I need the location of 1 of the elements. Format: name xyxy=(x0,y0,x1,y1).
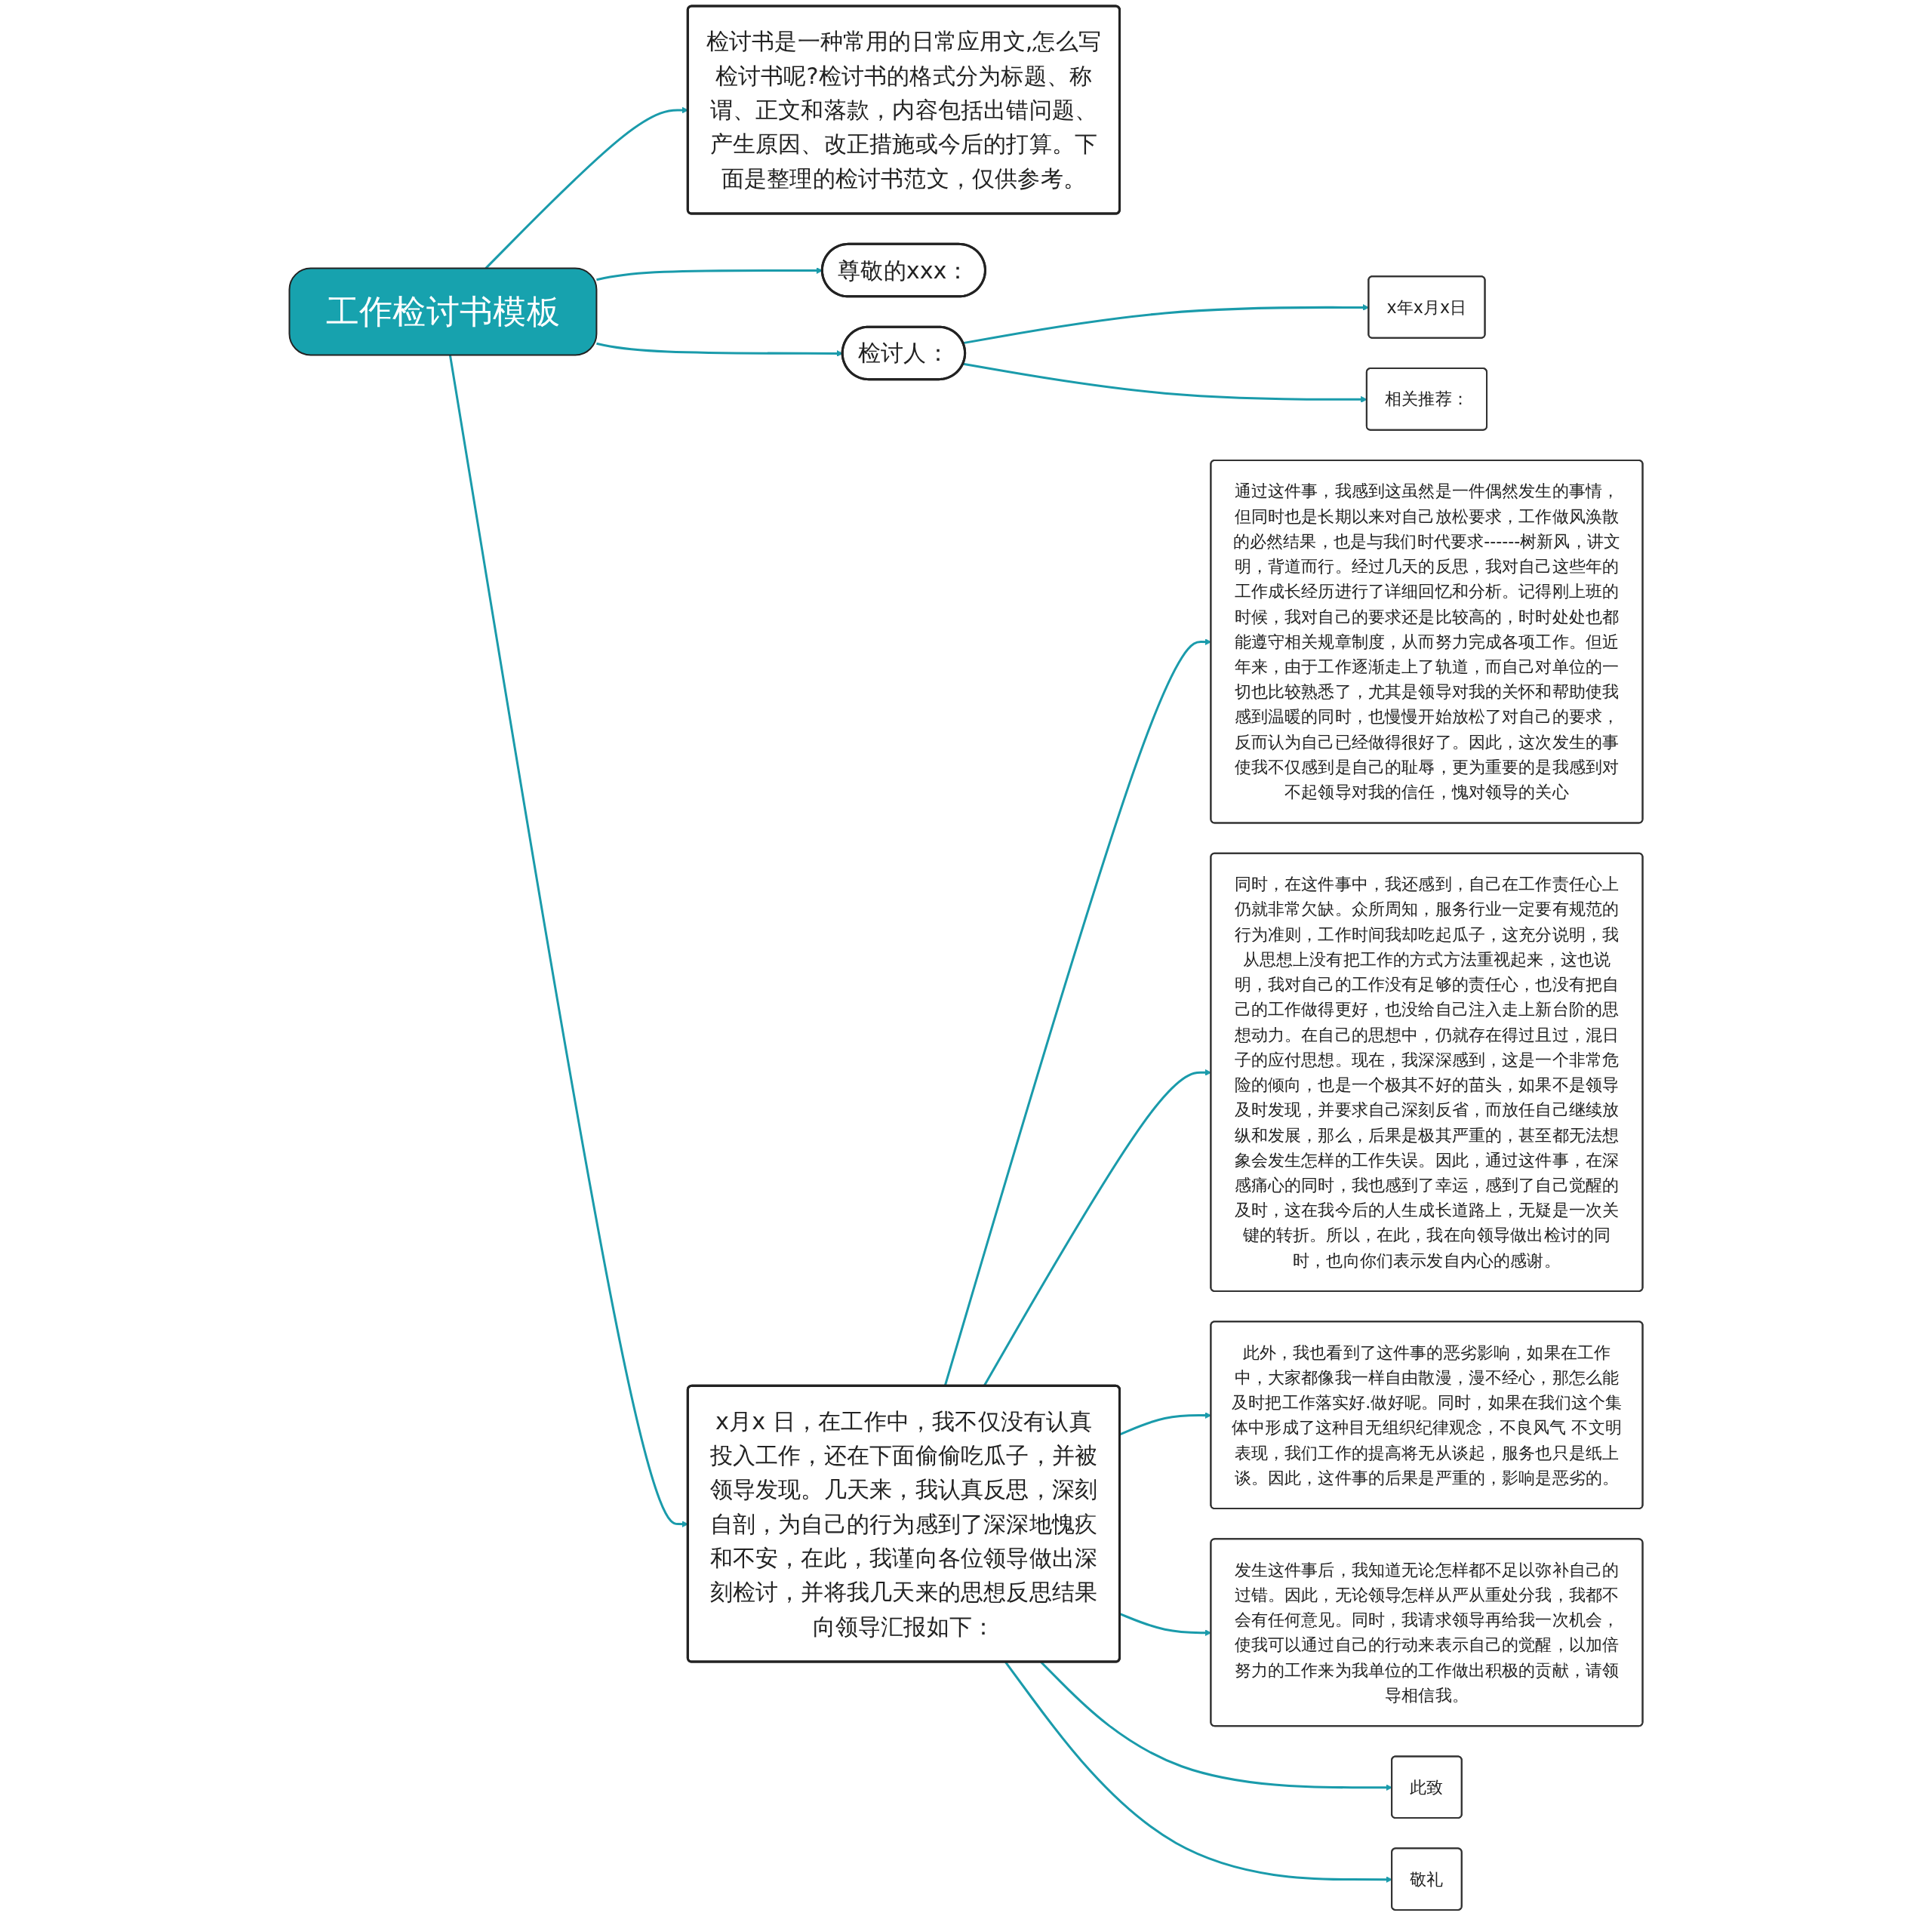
node-box: 工作检讨书模板 xyxy=(288,267,598,356)
